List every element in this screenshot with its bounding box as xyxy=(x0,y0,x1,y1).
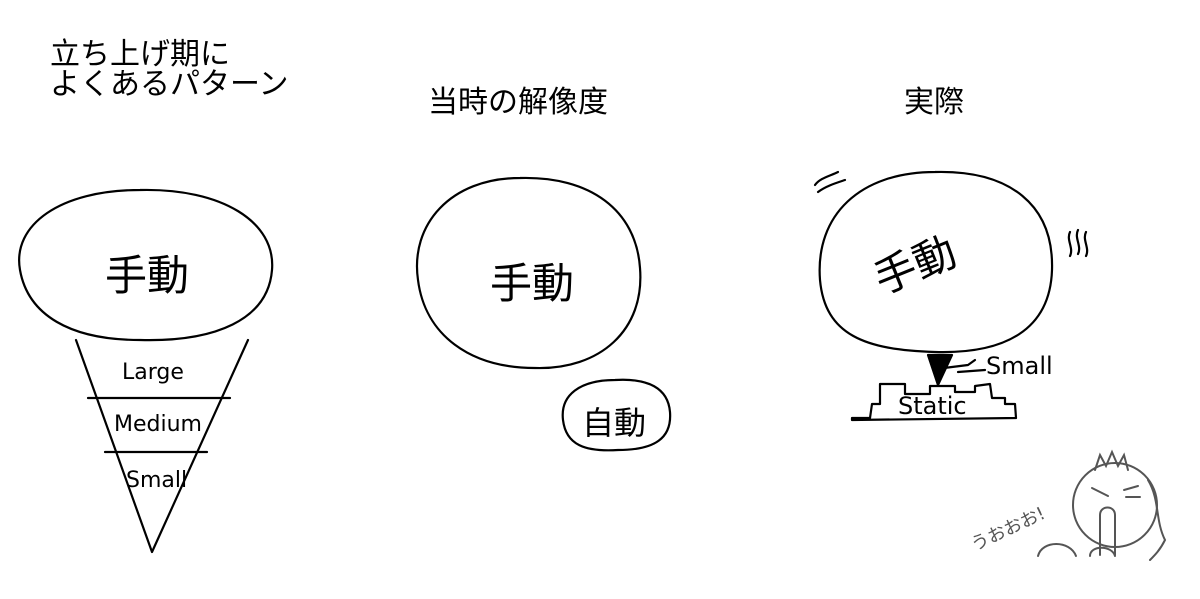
static-base xyxy=(850,382,1018,422)
scoop-outline-2 xyxy=(415,176,642,370)
layer-large: Large xyxy=(122,360,184,385)
panel1-scoop-label: 手動 xyxy=(105,251,190,300)
cone-outline xyxy=(74,338,250,554)
scoop-outline-3 xyxy=(818,170,1054,354)
panel3-title: 実際 xyxy=(904,85,964,120)
auto-label: 自動 xyxy=(582,404,647,442)
layer-small: Small xyxy=(126,468,188,493)
panel2-title: 当時の解像度 xyxy=(428,85,608,120)
panel1-title-line2: よくあるパターン xyxy=(50,67,289,102)
layer-medium: Medium xyxy=(114,412,202,437)
panel2-scoop-label: 手動 xyxy=(490,259,575,308)
scoop-outline xyxy=(18,188,274,342)
shouting-face-doodle xyxy=(1037,449,1167,561)
small-cone xyxy=(926,353,954,387)
small-label: Small xyxy=(986,352,1053,380)
auto-bubble xyxy=(561,378,672,452)
panel1-title-line1: 立ち上げ期に xyxy=(50,37,230,72)
static-label: Static xyxy=(898,392,967,420)
